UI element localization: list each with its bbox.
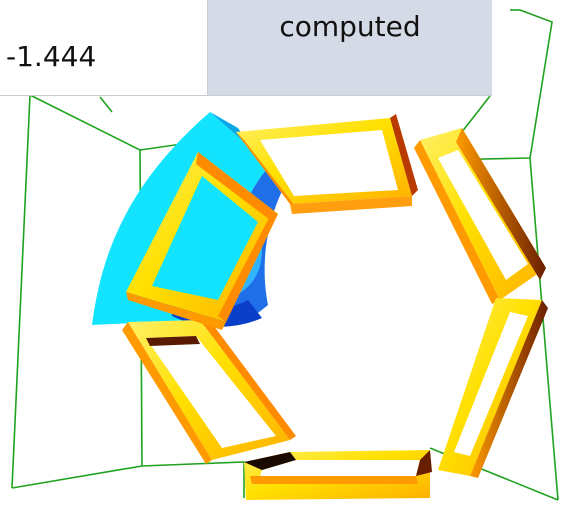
value-cell: -1.444 [0, 0, 208, 96]
value-text: -1.444 [6, 40, 97, 73]
coil-lower-right [438, 298, 548, 478]
status-cell: computed [208, 0, 492, 96]
coil-lower-left [122, 318, 296, 464]
coil-upper-right [414, 128, 546, 304]
coil-top [236, 114, 418, 214]
coil-upper-left [126, 152, 278, 330]
coil-bottom [244, 450, 432, 500]
status-text: computed [279, 10, 421, 43]
